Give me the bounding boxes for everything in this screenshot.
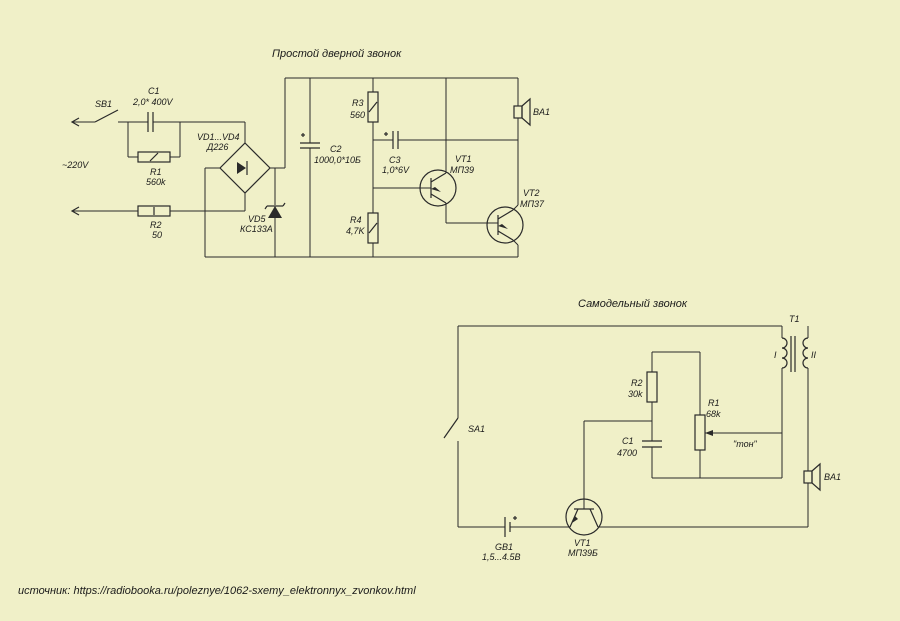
c1-value: 2,0* 400V (132, 97, 174, 107)
c3-name: C3 (389, 155, 401, 165)
r4-name: R4 (350, 215, 362, 225)
diode-bridge (204, 142, 285, 257)
circuit-1-title: Простой дверной звонок (272, 48, 402, 60)
c1-value-2: 4700 (617, 448, 637, 458)
circuit-1: Простой дверной звонок SB1 ~220V C1 2,0*… (62, 48, 550, 258)
sb1-switch (70, 109, 128, 127)
gb1-value: 1,5...4.5В (482, 552, 521, 562)
r2-value: 50 (152, 230, 162, 240)
ba1-speaker (513, 97, 531, 127)
c2-name: C2 (330, 144, 342, 154)
vt1-name: VT1 (455, 154, 472, 164)
ba1-speaker-2 (803, 462, 821, 492)
winding-1-label: I (774, 350, 777, 360)
circuit-2-title: Самодельный звонок (578, 298, 688, 310)
r1-value: 560k (146, 177, 166, 187)
r2-resistor-2 (646, 371, 658, 403)
c2-value: 1000,0*10Б (314, 155, 361, 165)
ba1-label: BA1 (533, 107, 550, 117)
source-caption: источник: https://radiobooka.ru/poleznye… (18, 585, 416, 597)
vd-type: Д226 (206, 142, 228, 152)
ba1-label-2: BA1 (824, 472, 841, 482)
r2-name: R2 (150, 220, 162, 230)
tone-label: "тон" (733, 439, 758, 449)
vt1-type: МП39 (450, 165, 474, 175)
vt2-type: МП37 (520, 199, 545, 209)
r2-value-2: 30k (628, 389, 643, 399)
vd5-zener-diode (264, 202, 286, 218)
r4-value: 4,7K (346, 226, 366, 236)
mains-label: ~220V (62, 160, 89, 170)
c3-value: 1,0*6V (382, 165, 410, 175)
r1-potentiometer (694, 414, 706, 451)
winding-2-label: II (811, 350, 817, 360)
sb1-label: SB1 (95, 99, 112, 109)
r3-value: 560 (350, 110, 365, 120)
c1-capacitor-2 (642, 440, 662, 448)
c1-name-2: C1 (622, 436, 634, 446)
circuit-2: Самодельный звонок SA1 GB1 1,5...4.5В (443, 298, 841, 562)
r1-name: R1 (150, 167, 162, 177)
sa1-switch (443, 417, 459, 439)
r1-value-2: 68k (706, 409, 721, 419)
vt1-transistor (419, 169, 457, 207)
vd-name: VD1...VD4 (197, 132, 240, 142)
r1-name-2: R1 (708, 398, 720, 408)
t1-transformer (781, 336, 809, 372)
r2-name-2: R2 (631, 378, 643, 388)
t1-label: T1 (789, 314, 800, 324)
vt1-type-2: МП39Б (568, 548, 598, 558)
vt1-transistor-2 (565, 421, 603, 536)
r3-name: R3 (352, 98, 364, 108)
vd5-name: VD5 (248, 214, 267, 224)
c1-capacitor (147, 112, 154, 132)
vd5-type: КС133А (240, 224, 273, 234)
sa1-label: SA1 (468, 424, 485, 434)
vt2-name: VT2 (523, 188, 540, 198)
gb1-name: GB1 (495, 542, 513, 552)
c1-name: C1 (148, 86, 160, 96)
vt2-transistor (486, 206, 524, 244)
vt1-name-2: VT1 (574, 538, 591, 548)
